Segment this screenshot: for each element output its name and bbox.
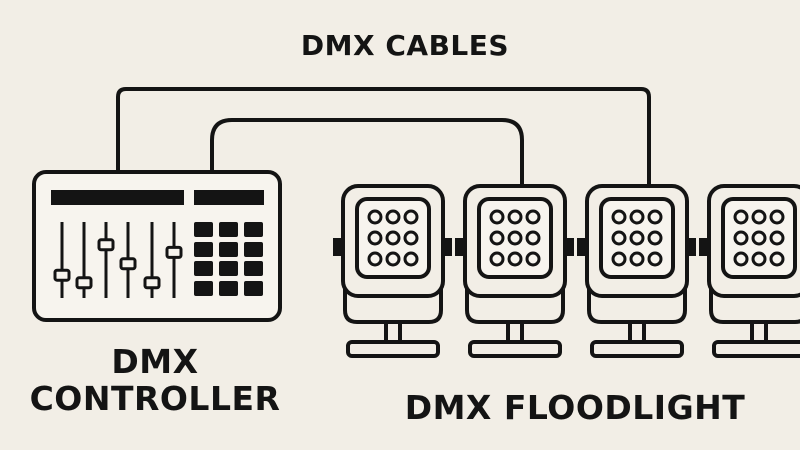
floodlight-led [647,230,663,246]
floodlight-4 [699,184,800,358]
controller-button [219,222,238,237]
floodlight-led [507,230,523,246]
controller-button [194,261,213,276]
floodlight-base [712,340,800,358]
fader-knob [143,276,161,290]
floodlight-bracket-right [565,238,574,256]
dmx-controller-label-line1: DMX [111,342,199,381]
floodlight-bracket-left [333,238,342,256]
controller-button [219,242,238,257]
floodlight-led [769,251,785,267]
controller-button [219,261,238,276]
fader-knob [119,257,137,271]
floodlight-led [403,230,419,246]
floodlight-2 [455,184,574,358]
dmx-floodlights [333,184,800,358]
controller-faders [53,222,183,298]
floodlight-led [525,251,541,267]
floodlight-bracket-left [455,238,464,256]
controller-button [219,281,238,296]
controller-body [32,170,282,322]
floodlight-led [385,251,401,267]
fader-knob [165,245,183,259]
floodlight-led [525,209,541,225]
controller-display-left [51,190,184,205]
floodlight-led [507,209,523,225]
floodlight-led [647,251,663,267]
controller-button [244,281,263,296]
floodlight-led [367,251,383,267]
floodlight-led [629,251,645,267]
floodlight-led [611,230,627,246]
floodlight-led [385,209,401,225]
floodlight-led [751,209,767,225]
floodlight-base [590,340,684,358]
dmx-controller-label-line2: CONTROLLER [29,378,281,418]
fader-knob [53,268,71,282]
floodlight-bracket-left [577,238,586,256]
floodlight-led [751,251,767,267]
controller-display-right [194,190,264,205]
controller-button [194,281,213,296]
floodlight-led [733,251,749,267]
floodlight-led [629,209,645,225]
floodlight-bracket-right [443,238,452,256]
floodlight-led [769,230,785,246]
floodlight-3 [577,184,696,358]
controller-button [194,222,213,237]
floodlight-led [525,230,541,246]
floodlight-led [489,209,505,225]
floodlight-1 [333,184,452,358]
floodlight-led [367,209,383,225]
floodlight-led [611,251,627,267]
controller-button [244,222,263,237]
dmx-controller-label: DMX CONTROLLER [20,342,290,418]
floodlight-led [733,230,749,246]
floodlight-led [733,209,749,225]
floodlight-bracket-left [699,238,708,256]
fader-knob [97,238,115,252]
floodlight-led [367,230,383,246]
dmx-controller [32,170,282,322]
floodlight-base [468,340,562,358]
floodlight-led [507,251,523,267]
floodlight-base [346,340,440,358]
floodlight-led [647,209,663,225]
floodlight-led [489,230,505,246]
floodlight-led [489,251,505,267]
floodlight-led [629,230,645,246]
floodlight-bracket-right [687,238,696,256]
floodlight-led [385,230,401,246]
dmx-cable-outer [116,87,651,192]
controller-button [244,261,263,276]
floodlight-led [403,209,419,225]
dmx-cable-inner [210,118,524,192]
floodlight-led [403,251,419,267]
controller-button-grid [194,222,263,296]
dmx-floodlight-label: DMX FLOODLIGHT [404,388,746,427]
fader-knob [75,276,93,290]
controller-button [194,242,213,257]
floodlight-led [611,209,627,225]
dmx-cables-label: DMX CABLES [300,29,510,62]
controller-button [244,242,263,257]
dmx-cables [116,87,651,192]
floodlight-led [751,230,767,246]
floodlight-led [769,209,785,225]
